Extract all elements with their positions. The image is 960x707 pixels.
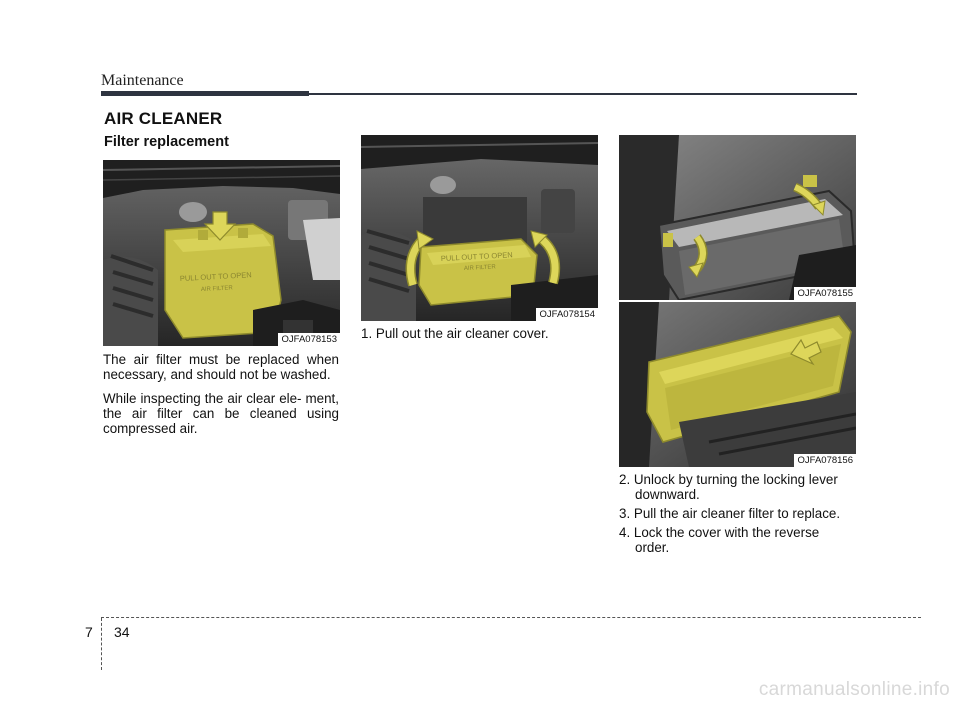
figure-pull-cover: PULL OUT TO OPEN AIR FILTER OJFA078154 xyxy=(361,135,598,321)
fig1-cover-text-top: PULL OUT TO OPEN xyxy=(180,270,252,283)
figure-pull-filter: OJFA078156 xyxy=(619,302,856,467)
watermark: carmanualsonline.info xyxy=(758,679,950,700)
figure-engine-bay-arrow-down: PULL OUT TO OPEN AIR FILTER OJFA078153 xyxy=(103,160,340,346)
fig2-cover-text-bottom: AIR FILTER xyxy=(464,264,497,272)
right-column-text: 2. Unlock by turning the locking lever d… xyxy=(619,472,856,559)
figure-code: OJFA078155 xyxy=(793,287,856,300)
left-column-text: The air filter must be replaced when nec… xyxy=(103,352,339,445)
section-title: Maintenance xyxy=(101,72,184,89)
figure-code: OJFA078153 xyxy=(277,333,340,346)
footer-dashed-rule xyxy=(101,617,921,618)
figure-unlock-lever: OJFA078155 xyxy=(619,135,856,300)
subheading: Filter replacement xyxy=(104,134,229,150)
step-1: 1. Pull out the air cleaner cover. xyxy=(361,326,549,341)
header-rule-thick xyxy=(101,91,309,96)
paragraph-inspect-filter: While inspecting the air clear ele- ment… xyxy=(103,391,339,436)
step-4: 4. Lock the cover with the reverse order… xyxy=(619,525,820,555)
step-3: 3. Pull the air cleaner filter to replac… xyxy=(619,506,841,521)
footer-dashed-divider xyxy=(101,618,102,670)
header-rule-thin xyxy=(309,93,857,95)
figure-code: OJFA078156 xyxy=(793,454,856,467)
fig2-cover-text-top: PULL OUT TO OPEN xyxy=(441,250,513,263)
paragraph-replace-filter: The air filter must be replaced when nec… xyxy=(103,352,339,382)
fig1-cover-text-bottom: AIR FILTER xyxy=(201,285,234,293)
chapter-number: 7 xyxy=(85,624,93,640)
middle-column-text: 1. Pull out the air cleaner cover. xyxy=(361,326,597,345)
page-heading: AIR CLEANER xyxy=(104,109,223,128)
figure-code: OJFA078154 xyxy=(535,308,598,321)
step-2: 2. Unlock by turning the locking lever d… xyxy=(619,472,838,502)
page-number: 34 xyxy=(114,624,130,640)
